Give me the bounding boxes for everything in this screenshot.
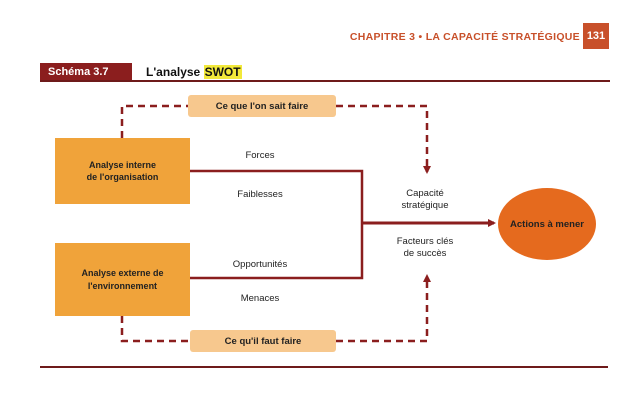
- figure-title: L'analyse SWOT: [146, 63, 242, 81]
- figure-title-prefix: L'analyse: [146, 65, 204, 79]
- dashed-bottom-left: [120, 316, 190, 343]
- figure-title-highlight: SWOT: [203, 65, 242, 79]
- label-capacite: Capacité stratégique: [401, 188, 449, 212]
- top-pill: Ce que l'on sait faire: [188, 95, 336, 117]
- page-number: 131: [583, 23, 609, 49]
- dashed-top-right: [336, 104, 431, 174]
- internal-analysis-box: Analyse interne de l'organisation: [55, 138, 190, 204]
- external-analysis-box: Analyse externe de l'environnement: [55, 243, 190, 316]
- label-facteurs: Facteurs clés de succès: [396, 236, 454, 260]
- label-faiblesses: Faiblesses: [237, 189, 283, 200]
- internal-connector: [190, 169, 364, 223]
- label-opportunites: Opportunités: [232, 259, 288, 270]
- dashed-top-left: [120, 104, 188, 138]
- dashed-bottom-right: [336, 274, 431, 343]
- chapter-header: CHAPITRE 3 • LA CAPACITÉ STRATÉGIQUE: [349, 31, 580, 43]
- figure-badge: Schéma 3.7: [40, 63, 132, 81]
- external-connector: [190, 223, 364, 280]
- label-menaces: Menaces: [240, 293, 280, 304]
- bottom-rule: [40, 366, 608, 368]
- actions-ellipse: Actions à mener: [498, 188, 596, 260]
- title-rule: [40, 80, 610, 82]
- bottom-pill: Ce qu'il faut faire: [190, 330, 336, 352]
- label-forces: Forces: [245, 150, 275, 161]
